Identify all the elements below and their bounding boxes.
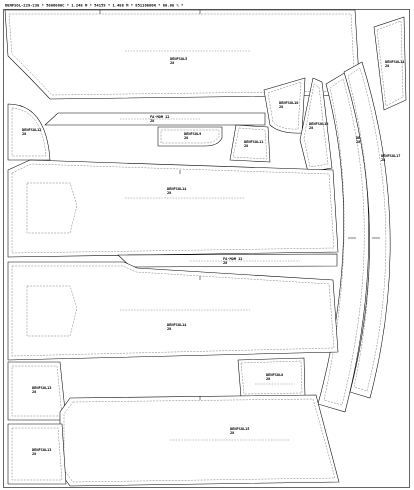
- piece-label: DENFSOL16: [309, 122, 328, 126]
- piece-size: 28: [381, 158, 385, 162]
- piece-size: 28: [279, 105, 283, 109]
- piece-label: DENFSOL5: [170, 57, 187, 61]
- piece-label: DENFSOL8: [266, 373, 283, 377]
- piece-size: 28: [244, 144, 248, 148]
- piece-size: 28: [223, 261, 227, 265]
- piece-label: FA-MOM 12: [223, 257, 242, 261]
- piece-label: DENFSOL14: [385, 60, 404, 64]
- piece-label: DENFSOL11: [244, 140, 263, 144]
- pattern-piece[interactable]: DENFSOL5 28: [4, 9, 361, 100]
- piece-size: 28: [385, 64, 389, 68]
- piece-label: FA-MOM 12: [150, 115, 169, 119]
- piece-label: DENFSOL14: [167, 323, 186, 327]
- pattern-piece[interactable]: DENFSOL16 28: [299, 77, 333, 173]
- piece-size: 28: [184, 136, 188, 140]
- piece-size: 28: [266, 377, 270, 381]
- pattern-piece[interactable]: DENFSOL8 28: [237, 357, 306, 398]
- piece-size: 28: [32, 390, 36, 394]
- piece-size: 28: [170, 61, 174, 65]
- pattern-piece[interactable]: FA-MOM 12 28: [44, 112, 266, 126]
- piece-label: DENFSOL14: [167, 187, 186, 191]
- pattern-piece[interactable]: DENFSOL11 28: [229, 124, 271, 163]
- piece-label: DENFSOL13: [32, 448, 51, 452]
- piece-size: 28: [167, 191, 171, 195]
- piece-size: 28: [309, 126, 313, 130]
- piece-label: DENFSOL13: [32, 386, 51, 390]
- piece-size: 28: [356, 140, 360, 144]
- pattern-piece[interactable]: DENFSOL13 28: [7, 361, 67, 421]
- piece-label: DENFSOL15: [230, 427, 249, 431]
- pattern-piece[interactable]: DENFSOL14 28: [7, 159, 339, 258]
- piece-size: 28: [230, 431, 234, 435]
- pattern-piece[interactable]: DENFSOL12 28: [7, 103, 51, 161]
- piece-label: DENFSOL12: [22, 128, 41, 132]
- piece-size: 28: [150, 119, 154, 123]
- piece-size: 28: [167, 327, 171, 331]
- piece-size: 28: [32, 452, 36, 456]
- pattern-piece[interactable]: DENFSOL9 28: [157, 126, 223, 147]
- pattern-piece[interactable]: DENFSOL17 28: [343, 61, 400, 399]
- marker-header: DENFSOL-229-238 * 5006000C * 1.248 M * 5…: [5, 3, 184, 8]
- pattern-piece[interactable]: DENFSOL10 28: [263, 77, 306, 134]
- pattern-piece[interactable]: DENFSOL13 28: [7, 423, 67, 485]
- pattern-piece[interactable]: FA-MOM 12 28: [117, 253, 338, 268]
- piece-label: DENFSOL9: [184, 132, 201, 136]
- pattern-piece[interactable]: DENFSOL14 28: [373, 16, 407, 111]
- pattern-piece[interactable]: DENFSOL14 28: [7, 261, 339, 361]
- pattern-piece[interactable]: DENFSOL15 28: [59, 394, 340, 487]
- piece-size: 28: [22, 132, 26, 136]
- piece-label: DENFSOL10: [279, 101, 298, 105]
- piece-label: DENFSOL17: [381, 154, 400, 158]
